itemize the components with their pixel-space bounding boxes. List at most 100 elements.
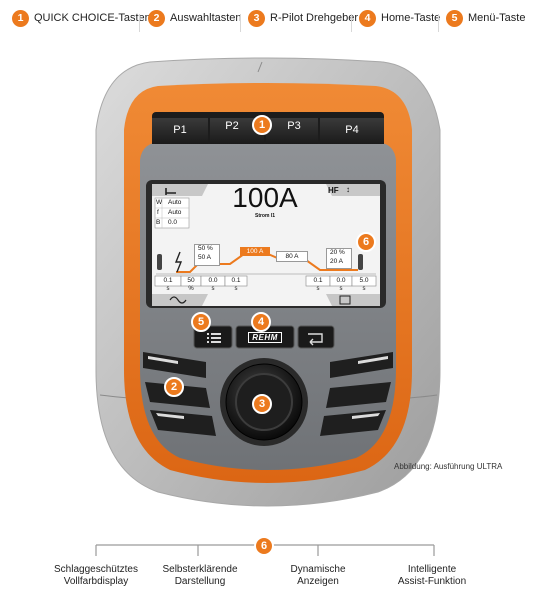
mode-icon (339, 295, 351, 305)
back-arrow-icon (308, 333, 323, 346)
quick-choice-key-p4[interactable]: P4 (345, 124, 359, 136)
hf-label: HF (328, 186, 339, 195)
param-value-w: Auto (168, 199, 182, 206)
quick-choice-key-p3[interactable]: P3 (287, 120, 301, 132)
feature-label-dynamic: Dynamische Anzeigen (268, 564, 368, 588)
menu-list-icon (207, 333, 221, 343)
row-value: 0.1 (231, 277, 241, 284)
torch-icon (165, 188, 176, 195)
row-value: 5.0 (359, 277, 369, 284)
row-unit: s (362, 286, 366, 292)
housing-seam (257, 61, 263, 73)
quick-choice-key-p2[interactable]: P2 (225, 120, 239, 132)
gas-bottle-icon (358, 254, 363, 270)
legend-item-3: 3 R-Pilot Drehgeber (248, 6, 358, 30)
feature-line: Anzeigen (297, 576, 339, 587)
divider (351, 14, 352, 32)
row-unit: s (316, 286, 320, 292)
callout-6-features: 6 (254, 536, 274, 556)
callout-2: 2 (164, 377, 184, 397)
feature-label-presentation: Selbsterklärende Darstellung (150, 564, 250, 588)
row-value: 0.0 (208, 277, 218, 284)
legend-label: Home-Taste (381, 12, 441, 24)
legend-label: QUICK CHOICE-Tasten (34, 12, 151, 24)
arc-ignition-icon (174, 251, 183, 273)
peak-current-value: 100 A (240, 247, 270, 256)
right-value-box (326, 248, 352, 269)
p4-key-shape (320, 118, 384, 144)
callout-3: 3 (252, 394, 272, 414)
back-button[interactable] (298, 326, 334, 348)
main-current-caption: Strom I1 (254, 213, 275, 219)
right-selection-keys (320, 352, 393, 436)
rehm-logo: REHM (248, 331, 282, 343)
quick-choice-key-p1[interactable]: P1 (173, 124, 187, 136)
row-value: 0.1 (163, 277, 173, 284)
param-value-b: 0.0 (168, 219, 178, 226)
legend-item-4: 4 Home-Taste (359, 6, 440, 30)
p2-key-shape (210, 118, 264, 144)
display-tab-bottom-left (152, 294, 208, 306)
legend-badge: 4 (359, 9, 376, 27)
p1-key-shape (152, 118, 208, 144)
back-key-shape (297, 325, 335, 349)
left-percent: 50 % (198, 245, 213, 252)
display-tab-bottom-right (326, 294, 380, 306)
p3-key-shape (266, 118, 318, 144)
feature-line: Dynamische (290, 564, 346, 575)
feature-line: Vollfarbdisplay (63, 576, 129, 587)
ac-wave-icon (169, 296, 187, 304)
param-box (154, 197, 190, 229)
figure-caption: Abbildung: Ausführung ULTRA (394, 462, 503, 471)
divider (240, 14, 241, 32)
mid-current-value: 80 A (276, 251, 308, 262)
param-value-f: Auto (168, 209, 182, 216)
feature-line: Assist-Funktion (397, 576, 467, 587)
legend-badge: 3 (248, 9, 265, 27)
legend: 1 QUICK CHOICE-Tasten 2 Auswahltasten 3 … (0, 6, 533, 32)
home-button[interactable]: REHM (236, 326, 294, 348)
feature-line: Selbsterklärende (162, 564, 238, 575)
value-row-grid (154, 275, 377, 287)
left-current: 50 A (198, 254, 212, 261)
right-current: 20 A (330, 258, 344, 265)
legend-item-2: 2 Auswahltasten (148, 6, 242, 30)
legend-label: Auswahltasten (170, 12, 242, 24)
legend-badge: 1 (12, 9, 29, 27)
legend-badge: 5 (446, 9, 463, 27)
feature-line: Darstellung (174, 576, 226, 587)
feature-line: Schlaggeschütztes (54, 564, 138, 575)
divider (438, 14, 439, 32)
callout-5: 5 (191, 312, 211, 332)
param-key-w: W (156, 199, 163, 206)
right-percent: 20 % (330, 249, 345, 256)
hf-ignition-icon: ↕ (346, 185, 350, 194)
row-unit: s (211, 286, 215, 292)
row-unit: % (188, 286, 194, 292)
callout-4: 4 (251, 312, 271, 332)
display-tab-left (152, 184, 208, 196)
legend-item-5: 5 Menü-Taste (446, 6, 525, 30)
row-value: 0.0 (336, 277, 346, 284)
param-key-b: B (156, 219, 161, 226)
display-tab-right (326, 184, 380, 196)
legend-label: R-Pilot Drehgeber (270, 12, 359, 24)
feature-label-display: Schlaggeschütztes Vollfarbdisplay (46, 564, 146, 588)
row-unit: s (166, 286, 170, 292)
callout-1: 1 (252, 115, 272, 135)
row-value: 0.1 (313, 277, 323, 284)
callout-6: 6 (356, 232, 376, 252)
feature-line: Intelligente (407, 564, 457, 575)
row-unit: s (234, 286, 238, 292)
feature-label-assist: Intelligente Assist-Funktion (382, 564, 482, 588)
legend-label: Menü-Taste (468, 12, 526, 24)
row-unit: s (339, 286, 343, 292)
divider (139, 14, 140, 32)
main-current-value: 100A (232, 182, 298, 213)
legend-item-1: 1 QUICK CHOICE-Tasten (12, 6, 151, 30)
legend-badge: 2 (148, 9, 165, 27)
gas-bottle-icon (157, 254, 162, 270)
param-key-f: f (157, 209, 159, 216)
right-selection-buttons[interactable] (322, 352, 394, 436)
